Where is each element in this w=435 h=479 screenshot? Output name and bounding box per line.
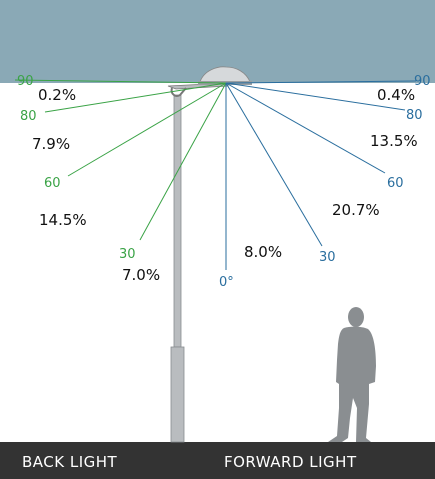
forward-angle-80: 80	[406, 108, 423, 123]
nadir-angle-label: 0°	[219, 275, 234, 290]
pct-back-80-90: 0.2%	[38, 86, 76, 104]
back-ray-80	[44, 82, 227, 113]
forward-light-label: FORWARD LIGHT	[224, 453, 357, 471]
back-angle-60: 60	[44, 176, 61, 191]
forward-angle-60: 60	[387, 176, 404, 191]
back-ray-90	[14, 79, 227, 84]
back-angle-80: 80	[20, 109, 37, 124]
pct-forward-60-80: 13.5%	[370, 132, 418, 150]
person-silhouette	[328, 307, 376, 442]
pct-back-60-80: 7.9%	[32, 135, 70, 153]
back-ray-30	[139, 82, 227, 241]
forward-angle-30: 30	[319, 250, 336, 265]
forward-ray-90	[225, 80, 417, 84]
back-light-label: BACK LIGHT	[22, 453, 118, 471]
forward-ray-30	[225, 82, 323, 247]
pct-back-30-60: 14.5%	[39, 211, 87, 229]
back-angle-30: 30	[119, 247, 136, 262]
forward-ray-60	[225, 82, 386, 174]
forward-angle-90: 90	[414, 74, 431, 89]
pct-back-0-30: 7.0%	[122, 266, 160, 284]
back-angle-90: 90	[17, 74, 34, 89]
pct-forward-0-30: 8.0%	[244, 243, 282, 261]
forward-light-rays	[225, 80, 417, 270]
pct-forward-30-60: 20.7%	[332, 201, 380, 219]
back-ray-60	[67, 82, 227, 177]
street-light-pole	[167, 82, 229, 443]
forward-ray-80	[225, 82, 406, 111]
ground-strip	[0, 442, 435, 479]
pct-forward-80-90: 0.4%	[377, 86, 415, 104]
back-light-rays	[14, 79, 227, 241]
